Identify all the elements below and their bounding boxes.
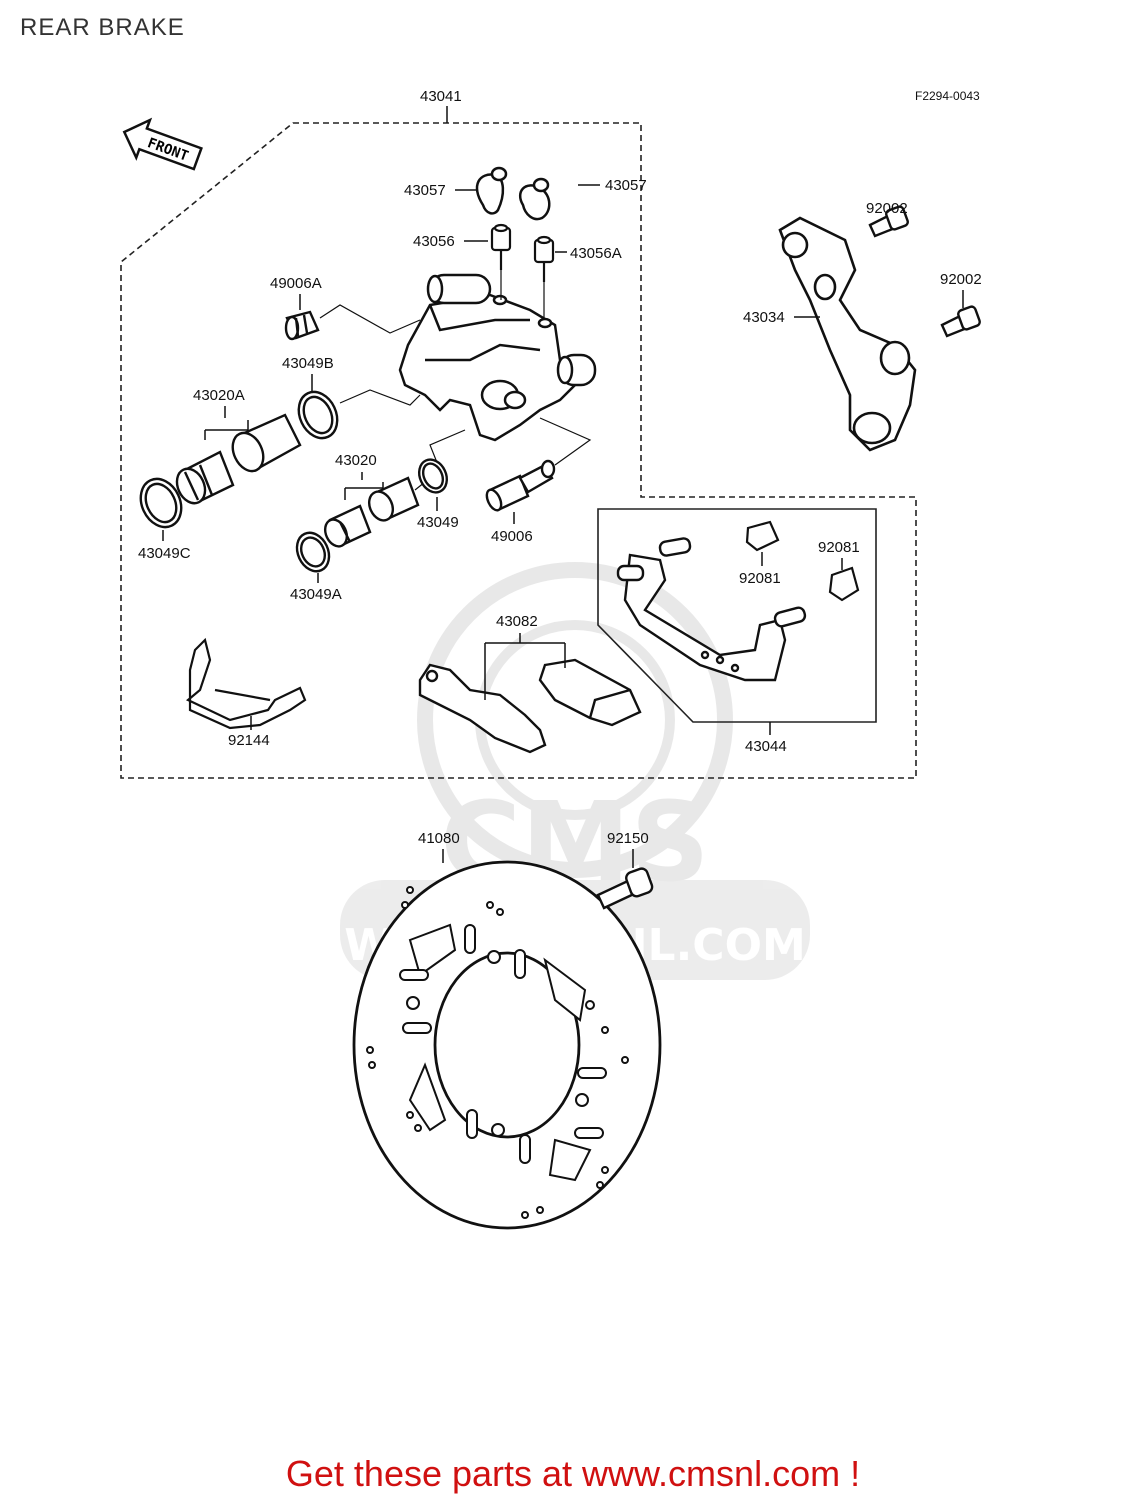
label-41080: 41080 — [418, 830, 460, 847]
seal-43049C — [139, 477, 183, 529]
label-43082: 43082 — [496, 613, 538, 630]
disc-bolt-92150 — [596, 867, 654, 910]
front-arrow-icon: FRONT — [122, 117, 203, 171]
caliper-assembly-boundary — [120, 122, 917, 779]
label-43034: 43034 — [743, 309, 785, 326]
label-43057-left: 43057 — [404, 182, 446, 199]
bleeder-valve-right — [533, 235, 555, 282]
label-43049A: 43049A — [290, 586, 342, 603]
label-92081-b: 92081 — [818, 539, 860, 556]
caliper-bracket-43044 — [616, 537, 807, 682]
seal-43049B — [297, 390, 339, 440]
brake-pads-43082 — [418, 658, 642, 754]
pad-retainer-92081-a — [745, 520, 780, 552]
slide-pin-49006 — [485, 459, 556, 512]
bleeder-valve-left — [490, 223, 512, 270]
label-43056: 43056 — [413, 233, 455, 250]
pad-retainer-92081-b — [828, 566, 860, 602]
brake-disc-41080 — [352, 860, 662, 1230]
bracket-assembly-boundary — [597, 508, 877, 723]
label-92081-a: 92081 — [739, 570, 781, 587]
seal-43049 — [418, 458, 448, 494]
bolt-92002-b — [940, 305, 981, 338]
torque-link-43034 — [778, 216, 917, 452]
label-43056A: 43056A — [570, 245, 622, 262]
label-43020: 43020 — [335, 452, 377, 469]
piston-43020 — [323, 476, 420, 548]
label-92144: 92144 — [228, 732, 270, 749]
dust-boot-49006A — [284, 310, 320, 341]
page-title: REAR BRAKE — [20, 14, 185, 41]
pad-spring-92144 — [185, 637, 307, 730]
bolt-92002-a — [868, 205, 909, 238]
label-43049B: 43049B — [282, 355, 334, 372]
label-49006: 49006 — [491, 528, 533, 545]
piston-43020A — [175, 413, 302, 505]
label-43049C: 43049C — [138, 545, 191, 562]
seal-43049A — [295, 531, 331, 573]
label-92002-a: 92002 — [866, 200, 908, 217]
label-43044: 43044 — [745, 738, 787, 755]
figure-code: F2294-0043 — [915, 89, 980, 103]
label-92002-b: 92002 — [940, 271, 982, 288]
label-49006A: 49006A — [270, 275, 322, 292]
label-43020A: 43020A — [193, 387, 245, 404]
footer-promo-link[interactable]: Get these parts at www.cmsnl.com ! — [285, 1453, 861, 1494]
bleeder-cap-right — [518, 177, 551, 221]
label-43049: 43049 — [417, 514, 459, 531]
label-92150: 92150 — [607, 830, 649, 847]
bleeder-cap-left — [475, 166, 508, 215]
label-43057-right: 43057 — [605, 177, 647, 194]
caliper-body — [398, 273, 597, 442]
label-43041: 43041 — [420, 88, 462, 105]
